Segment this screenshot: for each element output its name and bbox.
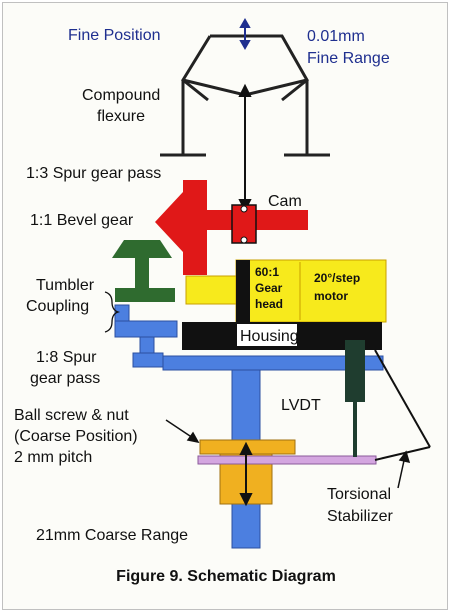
label-lvdt: LVDT <box>281 397 321 414</box>
fine-position-arrow <box>239 17 251 51</box>
label-flexure: flexure <box>97 108 145 125</box>
motor-assembly <box>185 259 387 323</box>
lvdt-body <box>345 340 365 402</box>
blue-small-gear <box>132 352 164 368</box>
torsional-stabilizer-bar <box>197 455 377 465</box>
bevel-gear <box>155 192 183 252</box>
label-spur-18: 1:8 Spur <box>36 349 97 366</box>
coupling-stem <box>135 258 149 288</box>
step-motor-body <box>235 259 387 323</box>
coupling-top <box>112 240 172 258</box>
label-torsional: Torsional <box>327 486 391 503</box>
spur-gear-cam-assembly <box>155 180 308 275</box>
lvdt-probe <box>353 402 357 457</box>
flexure-cam-arrow <box>238 83 252 213</box>
label-coarse-position: (Coarse Position) <box>14 428 138 445</box>
housing-label-box <box>237 324 297 346</box>
label-coupling: Coupling <box>26 298 89 315</box>
label-gear-pass: gear pass <box>30 370 100 387</box>
label-pitch: 2 mm pitch <box>14 449 92 466</box>
torsional-leader <box>397 450 411 489</box>
label-compound: Compound <box>82 87 160 104</box>
blue-coupling-plate <box>114 320 178 338</box>
label-coarse-range: 21mm Coarse Range <box>36 527 188 544</box>
label-fine-position: Fine Position <box>68 27 161 44</box>
label-spur-gear-13: 1:3 Spur gear pass <box>26 165 161 182</box>
label-cam: Cam <box>268 193 302 210</box>
label-fine-range-value: 0.01mm <box>307 28 365 45</box>
label-ball-screw: Ball screw & nut <box>14 407 129 424</box>
flexure-top-left <box>181 35 212 102</box>
tumbler-brace <box>104 291 121 333</box>
blue-stem <box>139 336 155 354</box>
label-bevel-gear: 1:1 Bevel gear <box>30 212 134 229</box>
label-housing: Housing <box>240 328 299 345</box>
label-tumbler: Tumbler <box>36 277 95 294</box>
gear-head-flange <box>236 260 250 322</box>
motor-shaft-block <box>185 275 237 305</box>
label-step-motor-angle: 20°/step <box>314 271 360 285</box>
label-step-motor: motor <box>314 289 348 303</box>
label-stabilizer: Stabilizer <box>327 508 393 525</box>
label-gear-head-gear: Gear <box>255 281 283 295</box>
tumbler-coupling <box>112 240 175 302</box>
coarse-range-arrow <box>239 441 253 507</box>
stabilizer-linkage <box>374 349 431 461</box>
label-gear-head-head: head <box>255 297 283 311</box>
blue-drive-train <box>114 304 384 549</box>
coupling-plate <box>115 288 175 302</box>
label-fine-range-text: Fine Range <box>307 50 390 67</box>
figure-caption: Figure 9. Schematic Diagram <box>116 568 336 585</box>
label-gear-head-ratio: 60:1 <box>255 265 279 279</box>
ball-screw-leader <box>165 419 200 444</box>
